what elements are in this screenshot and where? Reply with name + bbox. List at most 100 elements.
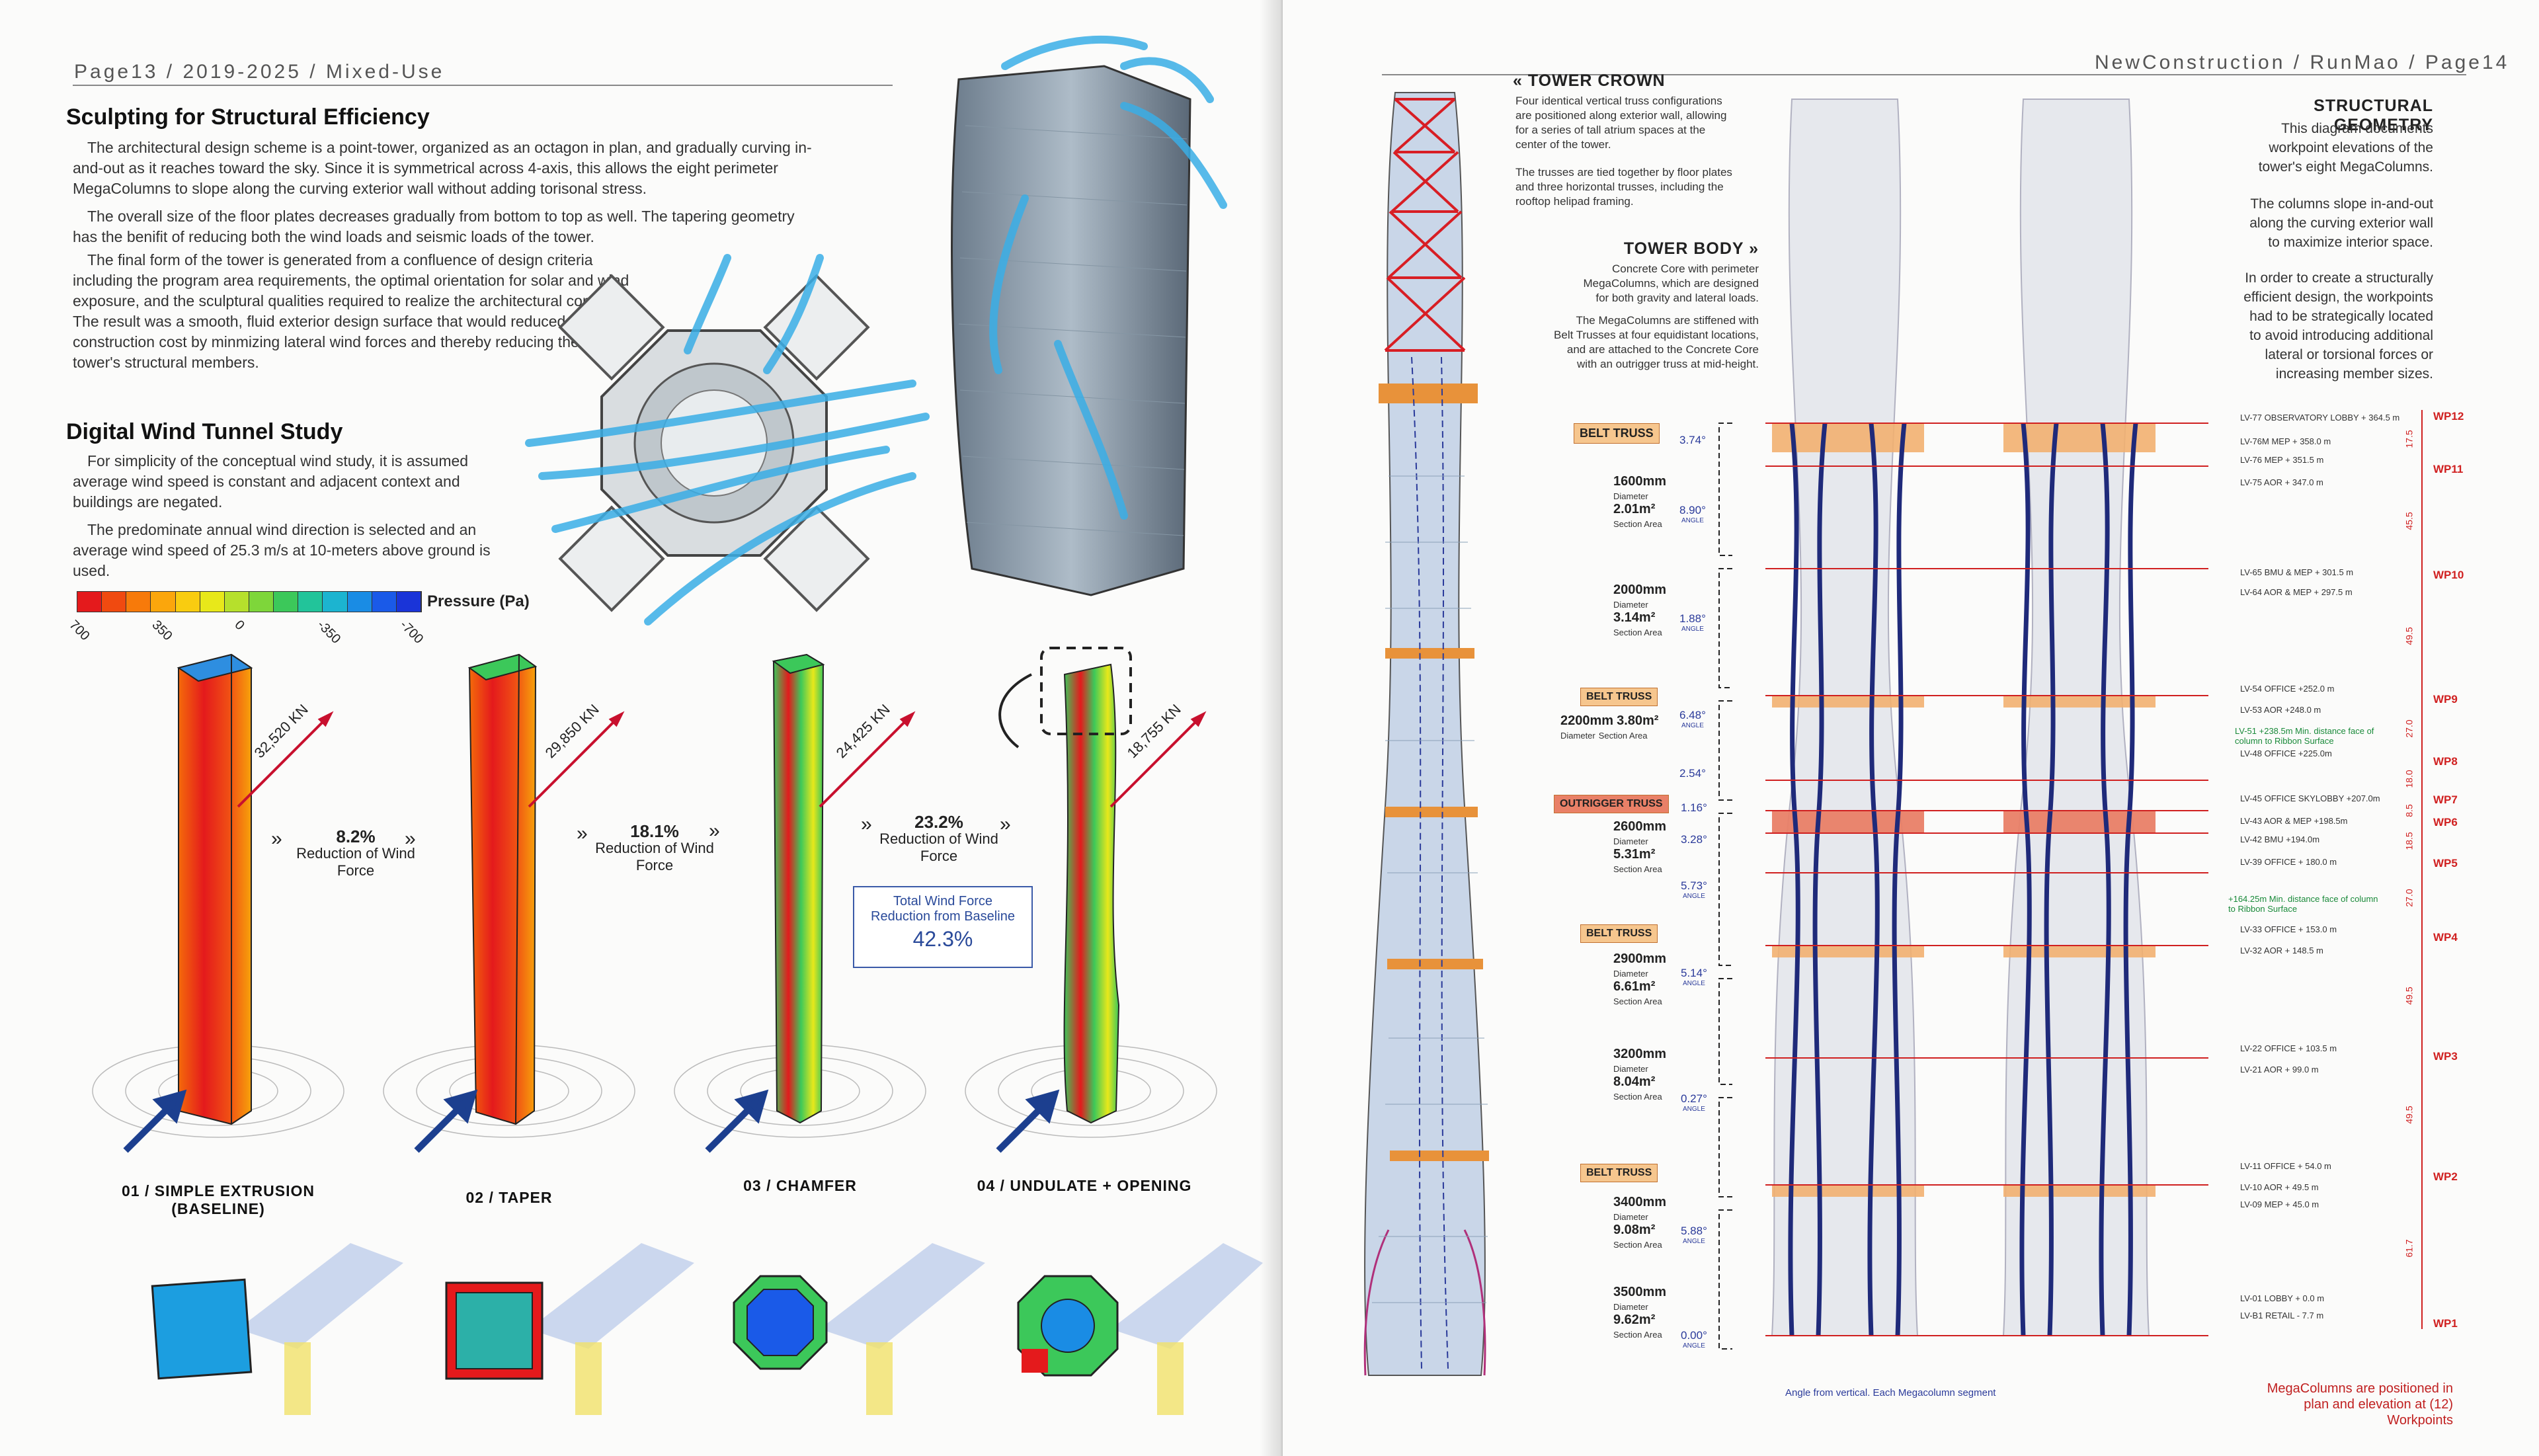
angle-value: 5.88°ANGLE — [1681, 1225, 1707, 1245]
level-lines — [1765, 423, 2208, 1336]
study-label-3: 03 / CHAMFER — [743, 1177, 857, 1194]
header-rule-right — [1382, 74, 2466, 75]
clearance-note-2: +164.25m Min. distance face of column to… — [2228, 894, 2378, 914]
reduction-1-text: Reduction of Wind Force — [296, 845, 415, 879]
wind-paragraph-2: The predominate annual wind direction is… — [73, 521, 491, 579]
workpoint-label: WP5 — [2433, 857, 2458, 870]
legend-swatch — [396, 592, 421, 612]
chevron: » — [709, 820, 720, 842]
study-tower-2 — [467, 653, 538, 1125]
tower-body-p1: Concrete Core with perimeter MegaColumns… — [1583, 263, 1759, 304]
column-spec-area-label: Section Area — [1613, 1092, 1662, 1102]
level-label: LV-42 BMU +194.0m — [2240, 834, 2320, 844]
header-author: RunMao — [2310, 52, 2401, 73]
column-spec-area: 3.14m² — [1613, 610, 1656, 625]
total-box-value: 42.3% — [912, 927, 973, 951]
chevron: » — [1000, 813, 1011, 835]
dimension-value: 27.0 — [2403, 719, 2415, 738]
level-label: LV-48 OFFICE +225.0m — [2240, 748, 2332, 758]
angle-value: 2.54° — [1679, 767, 1706, 780]
workpoint-label: WP2 — [2433, 1170, 2458, 1183]
total-reduction-box: Total Wind Force Reduction from Baseline… — [853, 886, 1033, 968]
column-spec-dia-label: Diameter — [1613, 491, 1648, 501]
total-box-line1: Total Wind Force — [893, 894, 993, 909]
chevron: » — [271, 828, 282, 850]
dimension-value: 8.5 — [2403, 804, 2415, 817]
angle-label: ANGLE — [1682, 1106, 1705, 1113]
legend-swatch — [77, 592, 102, 612]
angle-value: 1.16° — [1681, 801, 1707, 814]
belt-truss-tag-1: BELT TRUSS — [1574, 423, 1660, 444]
reduction-2-value: 18.1% — [630, 821, 679, 841]
column-spec-area: 9.08m² — [1613, 1223, 1656, 1237]
column-spec-area: 5.31m² — [1613, 847, 1656, 862]
total-box-line2: Reduction from Baseline — [871, 909, 1015, 924]
level-label: LV-65 BMU & MEP + 301.5 m — [2240, 567, 2354, 577]
legend-swatch — [249, 592, 274, 612]
plan-view-4 — [1017, 1275, 1119, 1377]
angle-label: ANGLE — [1681, 626, 1704, 633]
workpoint-label: WP6 — [2433, 816, 2458, 829]
angle-value: 1.88°ANGLE — [1679, 612, 1706, 633]
study-label-1-sub: (BASELINE) — [171, 1200, 265, 1217]
column-spec-dia-label: Diameter — [1613, 836, 1648, 846]
sculpting-paragraph-3: The final form of the tower is generated… — [73, 251, 629, 371]
dimension-value: 49.5 — [2403, 1106, 2415, 1124]
workpoint-label: WP3 — [2433, 1050, 2458, 1063]
crown-truss — [1384, 98, 1466, 352]
dimension-value: 18.0 — [2403, 770, 2415, 788]
column-spec-area-label: Section Area — [1613, 627, 1662, 637]
angle-label: ANGLE — [1682, 893, 1705, 900]
chevron: » — [405, 828, 416, 850]
study-tower-1 — [177, 653, 253, 1125]
workpoint-column: WP12 WP11 WP10 WP9 WP8 WP7 WP6 WP5 WP4 W… — [2380, 410, 2473, 1336]
column-spec-dia: 2200mm — [1560, 713, 1614, 728]
plan-pressure-views — [151, 1243, 1263, 1415]
column-spec-dia-label: Diameter — [1613, 600, 1648, 610]
column-spec-dia: 2900mm — [1613, 951, 1667, 966]
angle-value: 3.74° — [1679, 434, 1706, 446]
tower-crown-p2: The trusses are tied together by floor p… — [1515, 166, 1732, 208]
level-label: LV-33 OFFICE + 153.0 m — [2240, 924, 2337, 934]
column-spec-dia-label: Diameter — [1613, 1302, 1648, 1312]
workpoint-label: WP10 — [2433, 569, 2464, 581]
level-label: LV-10 AOR + 49.5 m — [2240, 1182, 2319, 1192]
right-header: NewConstruction / RunMao / Page14 — [2095, 52, 2510, 73]
column-spec-area-label: Section Area — [1613, 1240, 1662, 1250]
dimension-value: 49.5 — [2403, 987, 2415, 1005]
workpoint-label: WP11 — [2433, 463, 2464, 475]
legend-swatch — [175, 592, 200, 612]
tower-body-p2: The MegaColumns are stiffened with Belt … — [1554, 314, 1759, 370]
angle-label: ANGLE — [1682, 1342, 1705, 1350]
column-spec-area: 6.61m² — [1613, 979, 1656, 994]
header-brand: NewConstruction — [2095, 52, 2286, 73]
wind-study-towers — [92, 647, 1217, 1153]
wind-paragraph-1: For simplicity of the conceptual wind st… — [73, 452, 469, 510]
angle-number: 5.88° — [1681, 1225, 1707, 1237]
angle-number: 0.00° — [1681, 1329, 1707, 1342]
level-label: LV-09 MEP + 45.0 m — [2240, 1199, 2319, 1209]
tower-body-title: TOWER BODY » — [1623, 239, 1759, 258]
legend-tick: 0 — [231, 618, 247, 633]
workpoint-label: WP7 — [2433, 793, 2458, 806]
angle-label: ANGLE — [1681, 517, 1704, 524]
tower-crown-title-text: TOWER CROWN — [1527, 71, 1666, 90]
tower-wind-arrows — [989, 36, 1227, 520]
angle-number: 6.48° — [1679, 709, 1706, 721]
legend-swatch — [274, 592, 299, 612]
legend-swatch — [102, 592, 127, 612]
tower-crown-title: « TOWER CROWN — [1513, 71, 1666, 90]
legend-swatch — [298, 592, 323, 612]
column-spec-area: 3.80m² — [1617, 713, 1659, 728]
header-years: 2019-2025 — [182, 61, 302, 83]
column-spec-dia: 3200mm — [1613, 1047, 1667, 1061]
angle-value: 3.28° — [1681, 833, 1707, 846]
legend-swatch — [372, 592, 397, 612]
pressure-legend-title: Pressure (Pa) — [427, 592, 530, 610]
wind-direction-arrows — [123, 1089, 1060, 1153]
left-page: Page13 / 2019-2025 / Mixed-Use Sculpting… — [66, 36, 1263, 1415]
